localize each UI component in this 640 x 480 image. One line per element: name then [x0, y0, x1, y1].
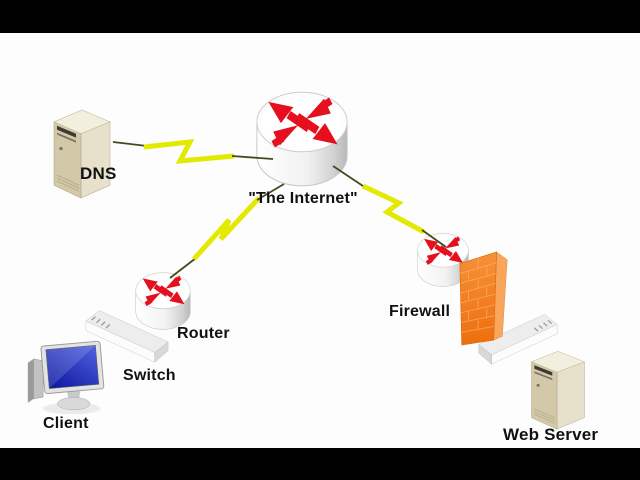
client-computer-icon	[24, 336, 112, 418]
router-label: Router	[177, 325, 230, 342]
internet-cloud-router-icon	[254, 88, 350, 190]
firewall-brick-wall-icon	[455, 249, 513, 347]
internet-label: "The Internet"	[248, 190, 358, 207]
web-server-label: Web Server	[503, 425, 599, 444]
firewall-label: Firewall	[389, 303, 451, 320]
dns-label: DNS	[80, 164, 117, 183]
web-server-tower-icon	[524, 346, 590, 430]
client-label: Client	[43, 415, 89, 432]
dns-server-icon	[46, 104, 116, 199]
switch-label: Switch	[123, 367, 176, 384]
